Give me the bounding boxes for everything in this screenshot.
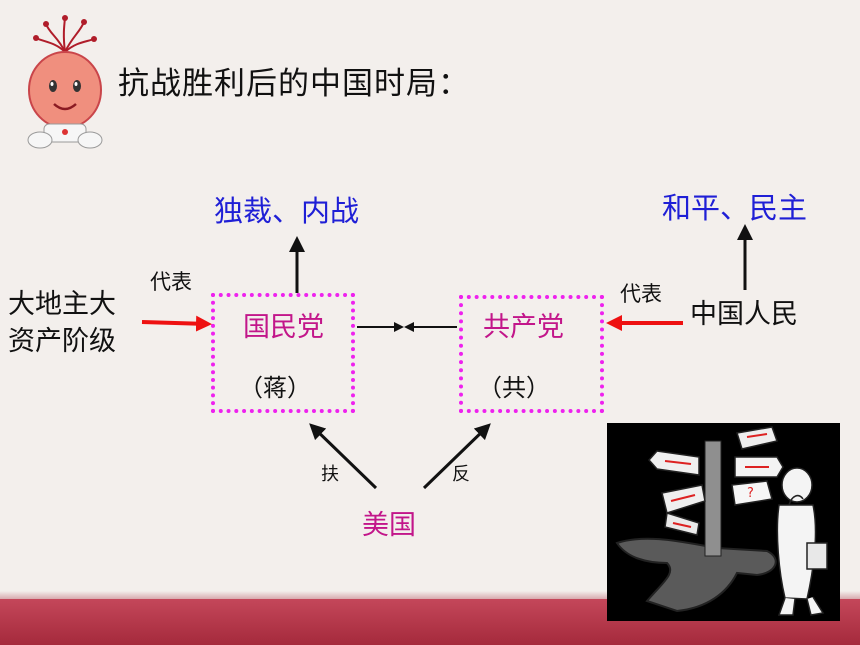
represent-label-left: 代表 (150, 270, 192, 294)
svg-text:?: ? (747, 486, 754, 501)
kmt-goal-label: 独裁、内战 (214, 194, 360, 228)
cpc-box (459, 295, 604, 413)
landlord-bourgeoisie-label-line1: 大地主大 (8, 289, 116, 320)
cpc-abbrev: （共） (478, 374, 550, 402)
arrow-usa-support-kmt (309, 423, 378, 490)
kmt-name: 国民党 (243, 312, 324, 343)
chinese-people-label: 中国人民 (690, 299, 798, 330)
arrow-usa-oppose-cpc (422, 423, 491, 490)
usa-label: 美国 (362, 510, 416, 541)
people-goal-label: 和平、民主 (662, 191, 808, 225)
support-label: 扶 (321, 464, 339, 485)
kmt-abbrev: （蒋） (239, 374, 311, 402)
page-title: 抗战胜利后的中国时局： (118, 66, 470, 102)
mascot-icon (27, 15, 103, 149)
arrow-landlord-to-kmt (141, 315, 212, 332)
landlord-bourgeoisie-label-line2: 资产阶级 (8, 326, 116, 357)
oppose-label: 反 (452, 464, 470, 485)
kmt-box (211, 293, 355, 413)
represent-label-right: 代表 (620, 282, 662, 306)
signpost-illustration: ? (607, 423, 840, 621)
cpc-name: 共产党 (483, 312, 564, 343)
